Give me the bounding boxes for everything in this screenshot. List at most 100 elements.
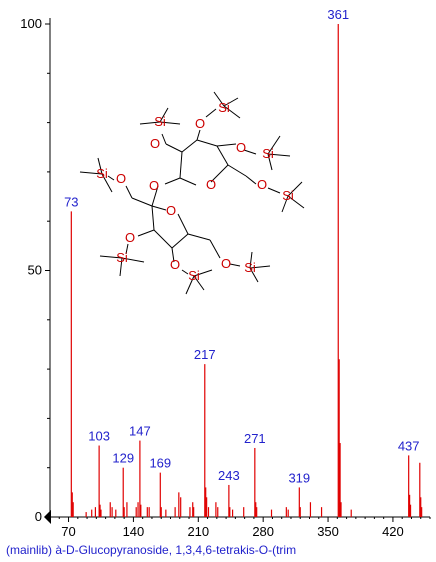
bond (193, 269, 213, 277)
oxygen-atom: O (166, 203, 176, 218)
bond (125, 185, 133, 199)
bond (267, 187, 281, 194)
bond (243, 149, 257, 155)
bond (121, 257, 145, 263)
bond (179, 177, 197, 186)
bond (249, 267, 259, 283)
bond (249, 265, 271, 269)
bond (245, 175, 257, 185)
oxygen-atom: O (116, 171, 126, 186)
x-tick-label: 350 (317, 524, 339, 539)
peak-label: 243 (218, 468, 240, 483)
bond (151, 205, 167, 211)
silicon-atom: Si (188, 268, 200, 283)
bond (151, 205, 155, 231)
peak-label: 217 (194, 347, 216, 362)
oxygen-atom: O (206, 177, 216, 192)
axes: 70 140 210 280 350 420 0 50 100 (20, 16, 431, 539)
bond (153, 229, 173, 249)
peak-label: 73 (64, 194, 78, 209)
bond (125, 243, 129, 255)
bond (181, 269, 189, 275)
bond (216, 145, 229, 166)
oxygen-atom: O (221, 256, 231, 271)
oxygen-atom: O (257, 177, 267, 192)
bond (107, 175, 115, 181)
bond (161, 133, 167, 145)
peak-label: 319 (288, 470, 310, 485)
x-tick-label: 210 (187, 524, 209, 539)
bond (185, 275, 195, 295)
bond (267, 153, 273, 171)
bond (137, 229, 155, 237)
bond (281, 195, 289, 213)
bond (165, 143, 183, 153)
oxygen-atom: O (170, 257, 180, 272)
bond (99, 255, 123, 259)
bond (151, 185, 159, 207)
y-tick-label: 0 (35, 509, 42, 524)
bond (287, 195, 305, 209)
bond (177, 213, 189, 235)
molecule-structure (79, 91, 305, 295)
x-tick-label: 420 (382, 524, 404, 539)
oxygen-atom: O (236, 140, 246, 155)
x-tick-label: 280 (252, 524, 274, 539)
peak-label: 129 (112, 451, 134, 466)
peak-label: 271 (244, 431, 266, 446)
bond (159, 107, 169, 123)
bond (131, 197, 153, 207)
bond (171, 247, 175, 263)
bond (209, 239, 221, 259)
silicon-atom: Si (262, 146, 274, 161)
bond (187, 233, 211, 241)
peak-label: 169 (149, 456, 171, 471)
bond (223, 97, 239, 107)
oxygen-atom: O (195, 116, 205, 131)
bond (119, 257, 123, 277)
peak-label: 103 (88, 429, 110, 444)
bond (101, 173, 113, 193)
oxygen-atom: O (125, 230, 135, 245)
silicon-atom: Si (116, 250, 128, 265)
y-tick-label: 50 (28, 263, 42, 278)
peak-label: 361 (327, 7, 349, 22)
oxygen-atom: O (149, 178, 159, 193)
silicon-atom: Si (244, 260, 256, 275)
bond (196, 129, 201, 141)
silicon-atom: Si (218, 100, 230, 115)
bond (97, 157, 103, 175)
x-tick-label: 70 (61, 524, 75, 539)
peak-label: 437 (398, 438, 420, 453)
bond (193, 275, 205, 291)
bond (287, 181, 303, 197)
bond (267, 135, 281, 155)
bond (249, 251, 253, 269)
bond (205, 108, 217, 118)
bond (267, 153, 291, 157)
oxygen-atom: O (150, 136, 160, 151)
bond (179, 151, 183, 179)
silicon-atom: Si (154, 114, 166, 129)
bond (227, 164, 247, 177)
library-caption: (mainlib) à-D-Glucopyranoside, 1,3,4,6-t… (6, 543, 297, 557)
bond (171, 233, 189, 249)
bond (216, 143, 237, 147)
bond (210, 164, 229, 183)
peak-series (70, 24, 423, 517)
bond (181, 139, 198, 153)
x-tick-label: 140 (123, 524, 145, 539)
bond (164, 177, 181, 185)
silicon-atom: Si (282, 188, 294, 203)
bond (159, 121, 181, 125)
bond (139, 121, 161, 125)
bond (79, 171, 103, 175)
bond (223, 105, 241, 119)
silicon-atom: Si (96, 166, 108, 181)
bond (213, 91, 225, 107)
bond (229, 263, 241, 267)
bond (196, 139, 218, 147)
y-tick-label: 100 (20, 16, 42, 31)
